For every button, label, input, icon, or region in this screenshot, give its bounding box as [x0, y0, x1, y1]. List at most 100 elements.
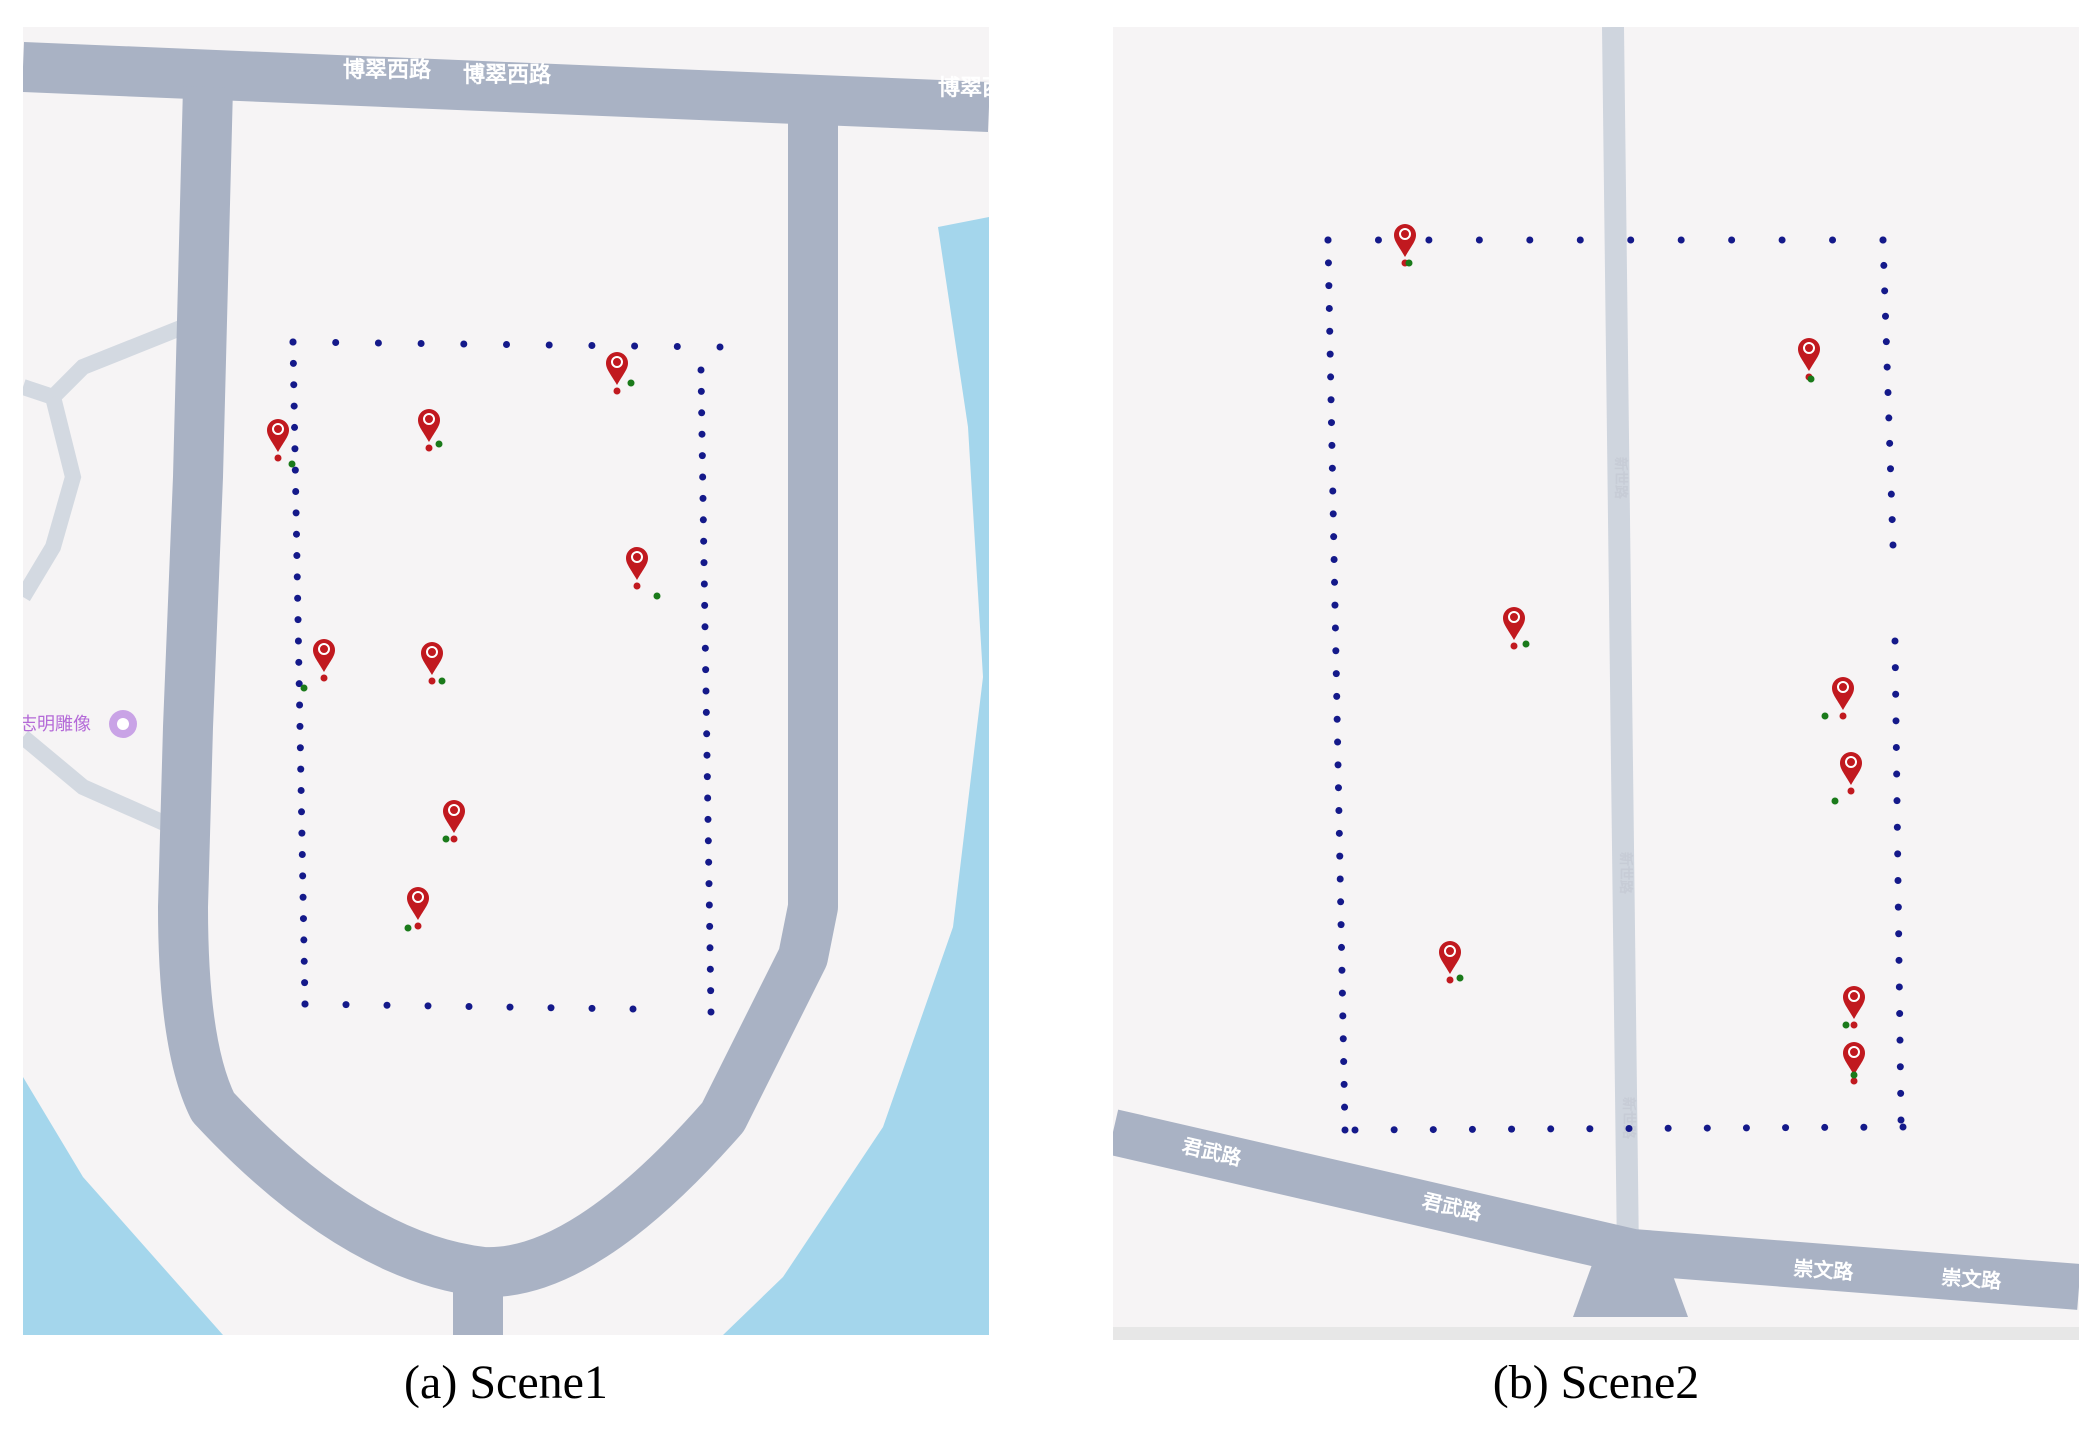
boundary-dot [1332, 670, 1340, 678]
ground-truth-dot [653, 592, 661, 600]
boundary-dot [1336, 875, 1344, 883]
boundary-dot [1899, 1123, 1907, 1131]
boundary-dot [1324, 259, 1332, 267]
boundary-dot [1894, 850, 1902, 858]
pin-hole [1837, 681, 1849, 693]
boundary-dot [1334, 784, 1342, 792]
boundary-dot [1337, 921, 1345, 929]
map-pin-icon[interactable] [1439, 941, 1464, 984]
boundary-dot [1887, 465, 1894, 473]
map-pin-icon[interactable] [1503, 607, 1530, 650]
boundary-dot [1351, 1126, 1359, 1134]
boundary-dot [1888, 516, 1896, 524]
boundary-dot [545, 341, 553, 349]
boundary-dot [673, 343, 681, 350]
map-pin-icon[interactable] [626, 547, 661, 600]
map-pin-icon[interactable] [1798, 338, 1820, 383]
map-panel-scene2[interactable]: 新世路 新世路 新世路 君武路 君武路 崇文路 崇文路 [1113, 27, 2079, 1340]
boundary-dot [588, 1004, 596, 1012]
boundary-dot [1333, 715, 1341, 723]
pin-hole [318, 643, 330, 655]
camera-pin-icon-inner [117, 718, 129, 730]
boundary-dot [1895, 930, 1903, 938]
boundary-dot [290, 381, 298, 389]
map-pin-icon[interactable] [442, 800, 466, 843]
boundary-dot [460, 340, 468, 348]
boundary-dot [297, 786, 305, 794]
poi-statue[interactable]: 志明雕像 [23, 710, 137, 738]
map-pin-icon[interactable] [606, 352, 635, 395]
boundary-dot [299, 915, 307, 923]
boundary-dot [697, 387, 705, 395]
boundary-dot [1576, 236, 1584, 244]
boundary-dot [296, 701, 304, 709]
map-pin-icon[interactable] [1831, 752, 1863, 805]
boundary-dot [417, 340, 425, 347]
boundary-dot [705, 858, 713, 866]
boundary-dot [1340, 1080, 1348, 1088]
boundary-dot [1884, 389, 1892, 396]
road-label: 博翠西路 [463, 62, 552, 88]
boundary-dot [1829, 236, 1837, 244]
boundary-dot [701, 623, 709, 631]
ground-truth-dot [442, 835, 450, 843]
main-road [23, 42, 989, 1335]
boundary-dot [1327, 373, 1335, 381]
boundary-dot [547, 1004, 555, 1012]
boundary-dot [1429, 1126, 1437, 1134]
boundary-dot [1887, 490, 1895, 498]
estimate-dot [633, 582, 641, 590]
boundary-dot [706, 944, 714, 952]
pin-hole [1803, 342, 1815, 354]
boundary-dot [1329, 510, 1337, 518]
boundary-dot [700, 580, 708, 588]
estimate-dot [320, 674, 328, 682]
map-pin-icon[interactable] [300, 639, 336, 692]
map-pin-icon[interactable] [1842, 986, 1866, 1029]
map-panel-scene1[interactable]: 博翠西路 博翠西路 博翠西 志明雕像 [23, 27, 989, 1335]
boundary-dot [301, 1000, 309, 1008]
map-pin-icon[interactable] [1821, 677, 1855, 720]
boundary-dots-scene1 [289, 338, 724, 1016]
boundary-dot [1778, 236, 1786, 244]
boundary-dot [1896, 1036, 1904, 1044]
river-southwest [23, 1077, 223, 1335]
boundary-dot [702, 687, 710, 695]
estimate-dot [613, 387, 621, 395]
map-canvas-scene2[interactable]: 新世路 新世路 新世路 君武路 君武路 崇文路 崇文路 [1113, 27, 2079, 1340]
map-pin-icon[interactable] [1394, 224, 1416, 267]
boundary-dot [1329, 487, 1337, 495]
boundary-dot [292, 509, 300, 517]
minor-road-xinshi [1602, 27, 1639, 1258]
map-pin-icon[interactable] [404, 887, 430, 932]
boundary-dot [1664, 1124, 1672, 1132]
map-pin-icon[interactable] [418, 409, 443, 452]
ground-truth-dot [1821, 712, 1829, 720]
map-pin-icon[interactable] [267, 419, 296, 468]
boundary-dot [1336, 852, 1344, 860]
map-pin-icon[interactable] [1843, 1042, 1865, 1085]
estimate-dot [1446, 976, 1454, 984]
map-pin-icon[interactable] [421, 642, 446, 685]
boundary-dot [1782, 1124, 1790, 1132]
map-canvas-scene1[interactable]: 博翠西路 博翠西路 博翠西 志明雕像 [23, 27, 989, 1335]
boundary-dot [374, 339, 382, 347]
boundary-dot [291, 423, 299, 431]
boundary-dot [1883, 363, 1891, 371]
boundary-dot [1328, 441, 1336, 449]
boundary-dot [503, 341, 510, 348]
boundary-dot [703, 773, 711, 781]
minor-roads-west [23, 319, 186, 835]
boundary-dot [1339, 1012, 1347, 1020]
boundary-dot [700, 537, 708, 545]
boundary-dot [1327, 419, 1335, 427]
boundary-dot [1327, 396, 1335, 404]
boundary-dot [1338, 989, 1346, 997]
boundary-dot [699, 516, 707, 524]
ground-truth-dot [1850, 1071, 1858, 1079]
boundary-dot [699, 494, 707, 502]
estimate-dot [1839, 712, 1847, 720]
estimate-dot [1847, 787, 1855, 795]
ground-truth-dot [1405, 259, 1413, 267]
ground-truth-dot [1842, 1021, 1850, 1029]
